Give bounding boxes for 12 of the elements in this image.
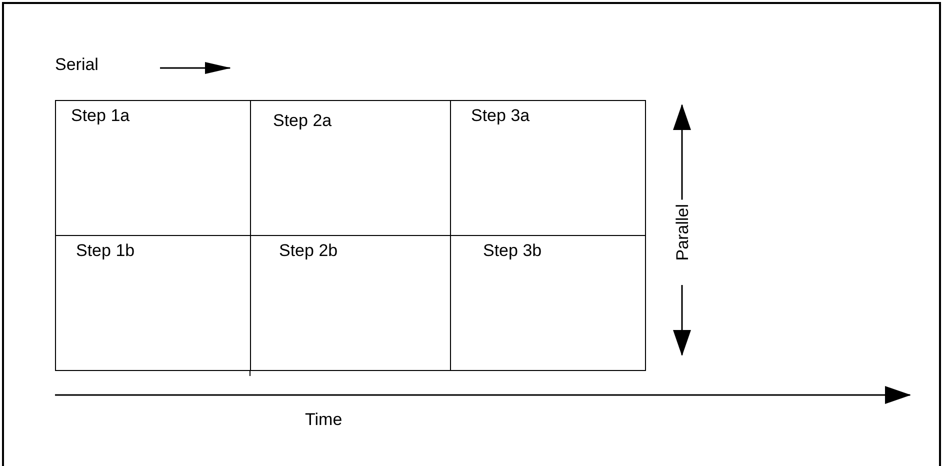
step-label: Step 1a xyxy=(71,106,130,126)
step-label: Step 3a xyxy=(471,106,530,126)
step-label: Step 1b xyxy=(76,241,135,261)
axis-label: Time xyxy=(305,410,342,430)
grid-cell xyxy=(55,235,251,371)
grid-cell xyxy=(55,100,251,236)
grid-cell xyxy=(450,100,646,236)
step-label: Step 3b xyxy=(483,241,542,261)
step-label: Step 2a xyxy=(273,111,332,131)
grid-cell xyxy=(450,235,646,371)
axis-label: Serial xyxy=(55,55,98,75)
step-label: Step 2b xyxy=(279,241,338,261)
